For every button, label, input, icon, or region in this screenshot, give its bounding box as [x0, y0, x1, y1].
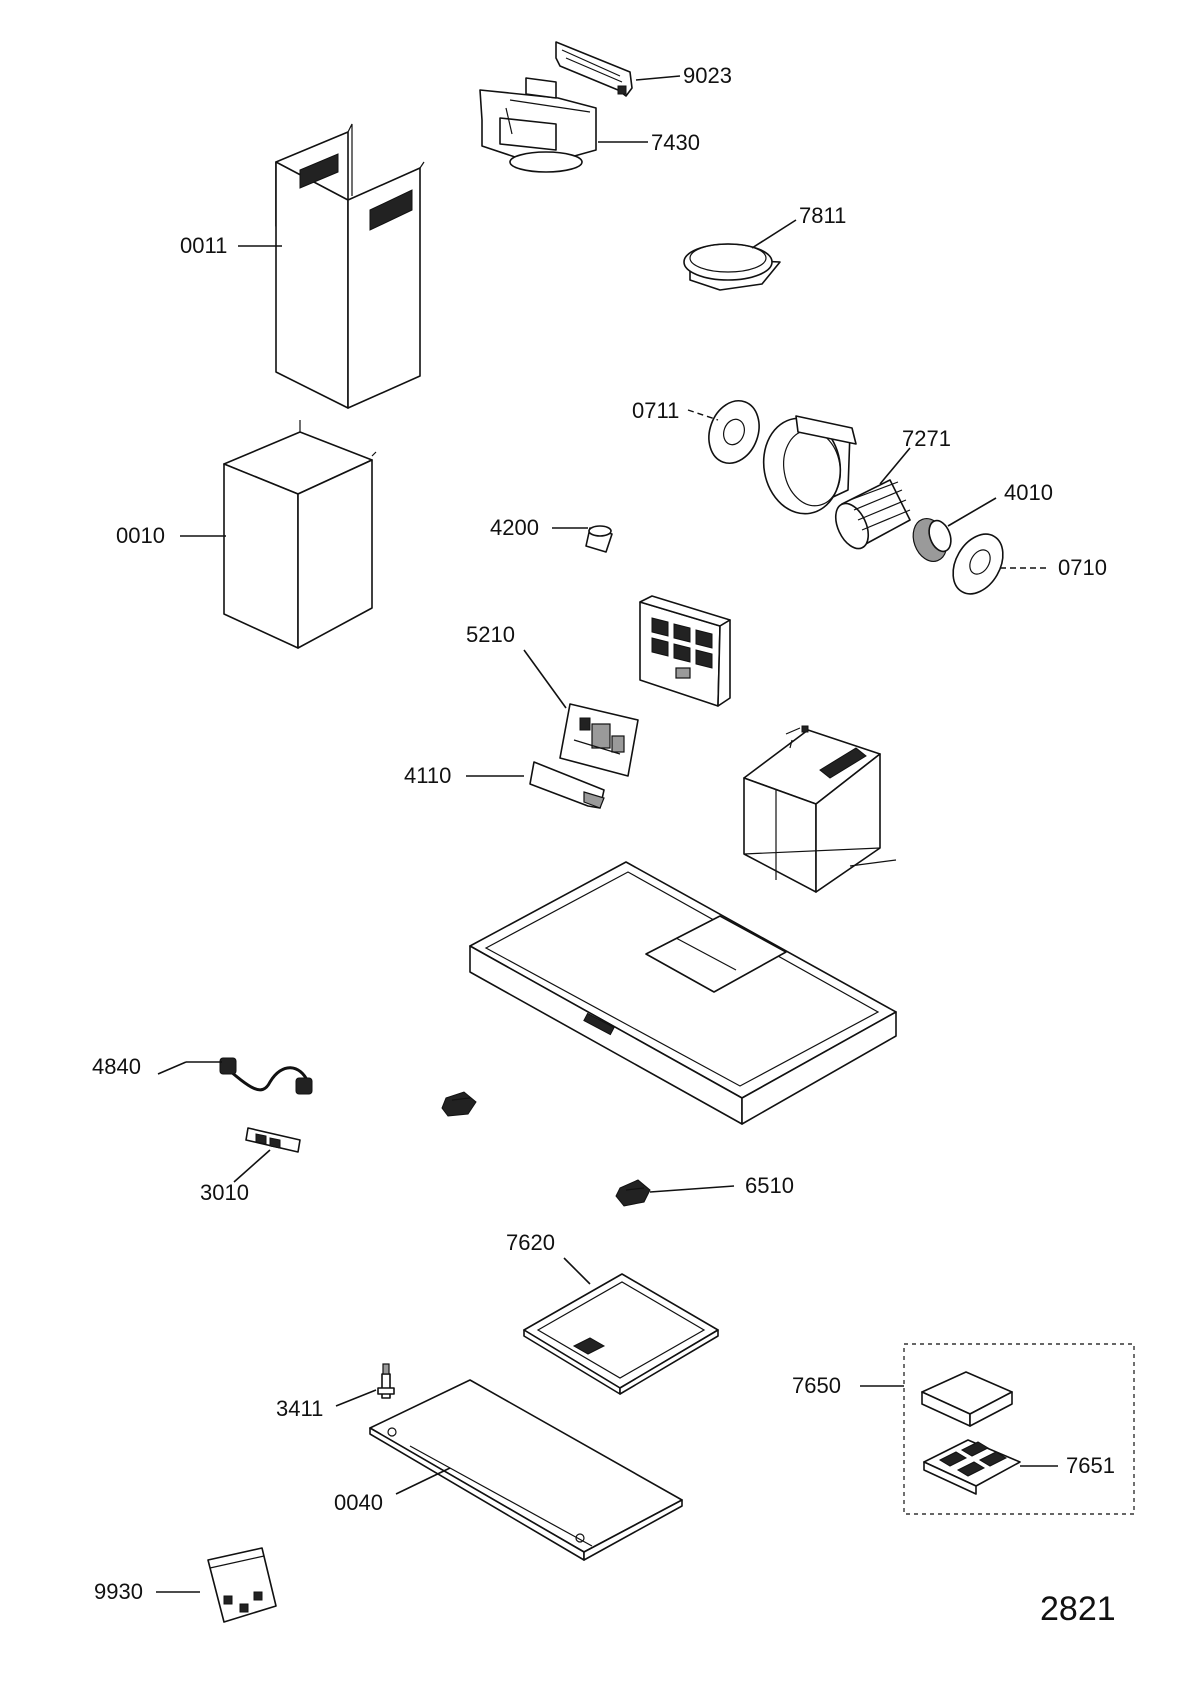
part-9023-bracket: 9023: [555, 41, 732, 97]
label-4010: 4010: [1004, 480, 1053, 505]
part-blower-housing: [762, 415, 857, 515]
part-3411-spacer: 3411: [276, 1363, 395, 1421]
label-9930: 9930: [94, 1579, 143, 1604]
part-3010-switch: 3010: [200, 1127, 301, 1205]
label-7650: 7650: [792, 1373, 841, 1398]
part-hood-canopy: [469, 861, 897, 1125]
part-knob-left: [441, 1091, 477, 1117]
label-9023: 9023: [683, 63, 732, 88]
part-7430-air-outlet: 7430: [479, 77, 700, 173]
label-0011: 0011: [180, 233, 227, 258]
label-7811: 7811: [799, 203, 846, 228]
part-0710-flange-plate: 0710: [952, 533, 1107, 595]
label-5210: 5210: [466, 622, 515, 647]
part-4110-lamp-holder: 4110: [404, 761, 605, 809]
label-6510: 6510: [745, 1173, 794, 1198]
label-0010: 0010: [116, 523, 165, 548]
label-3010: 3010: [200, 1180, 249, 1205]
part-filter-frame-upper: [639, 595, 731, 707]
part-7650-carbon-filter-kit: 7650: [792, 1343, 1135, 1515]
label-7430: 7430: [651, 130, 700, 155]
label-7620: 7620: [506, 1230, 555, 1255]
part-7620-grease-filter: 7620: [506, 1230, 719, 1395]
part-0040-bottom-panel: 0040: [334, 1379, 683, 1561]
part-7811-ring-adapter: 7811: [683, 203, 846, 291]
part-motor-housing: [743, 725, 897, 893]
part-4840-cable-harness: 4840: [92, 1054, 313, 1095]
part-9930-accessory-bag: 9930: [94, 1547, 277, 1623]
part-4200-capacitor: 4200: [490, 515, 613, 553]
label-4110: 4110: [404, 763, 451, 788]
label-0711: 0711: [632, 398, 679, 423]
sheet-number: 2821: [1040, 1590, 1116, 1628]
part-6510-knob: 6510: [615, 1173, 794, 1207]
part-0711-flange-plate: 0711: [632, 398, 760, 464]
label-0040: 0040: [334, 1490, 383, 1515]
part-0010-lower-chimney: 0010: [116, 420, 377, 649]
label-7651: 7651: [1066, 1453, 1115, 1478]
label-3411: 3411: [276, 1396, 323, 1421]
part-4010-motor: 4010: [912, 480, 1053, 562]
part-7651-filter-frame: 7651: [923, 1439, 1115, 1495]
part-5210-control-board: 5210: [466, 622, 639, 777]
label-0710: 0710: [1058, 555, 1107, 580]
label-4200: 4200: [490, 515, 539, 540]
label-4840: 4840: [92, 1054, 141, 1079]
part-0011-upper-chimney: 0011: [180, 123, 425, 409]
label-7271: 7271: [902, 426, 951, 451]
part-7271-fan-wheel: 7271: [834, 426, 951, 550]
